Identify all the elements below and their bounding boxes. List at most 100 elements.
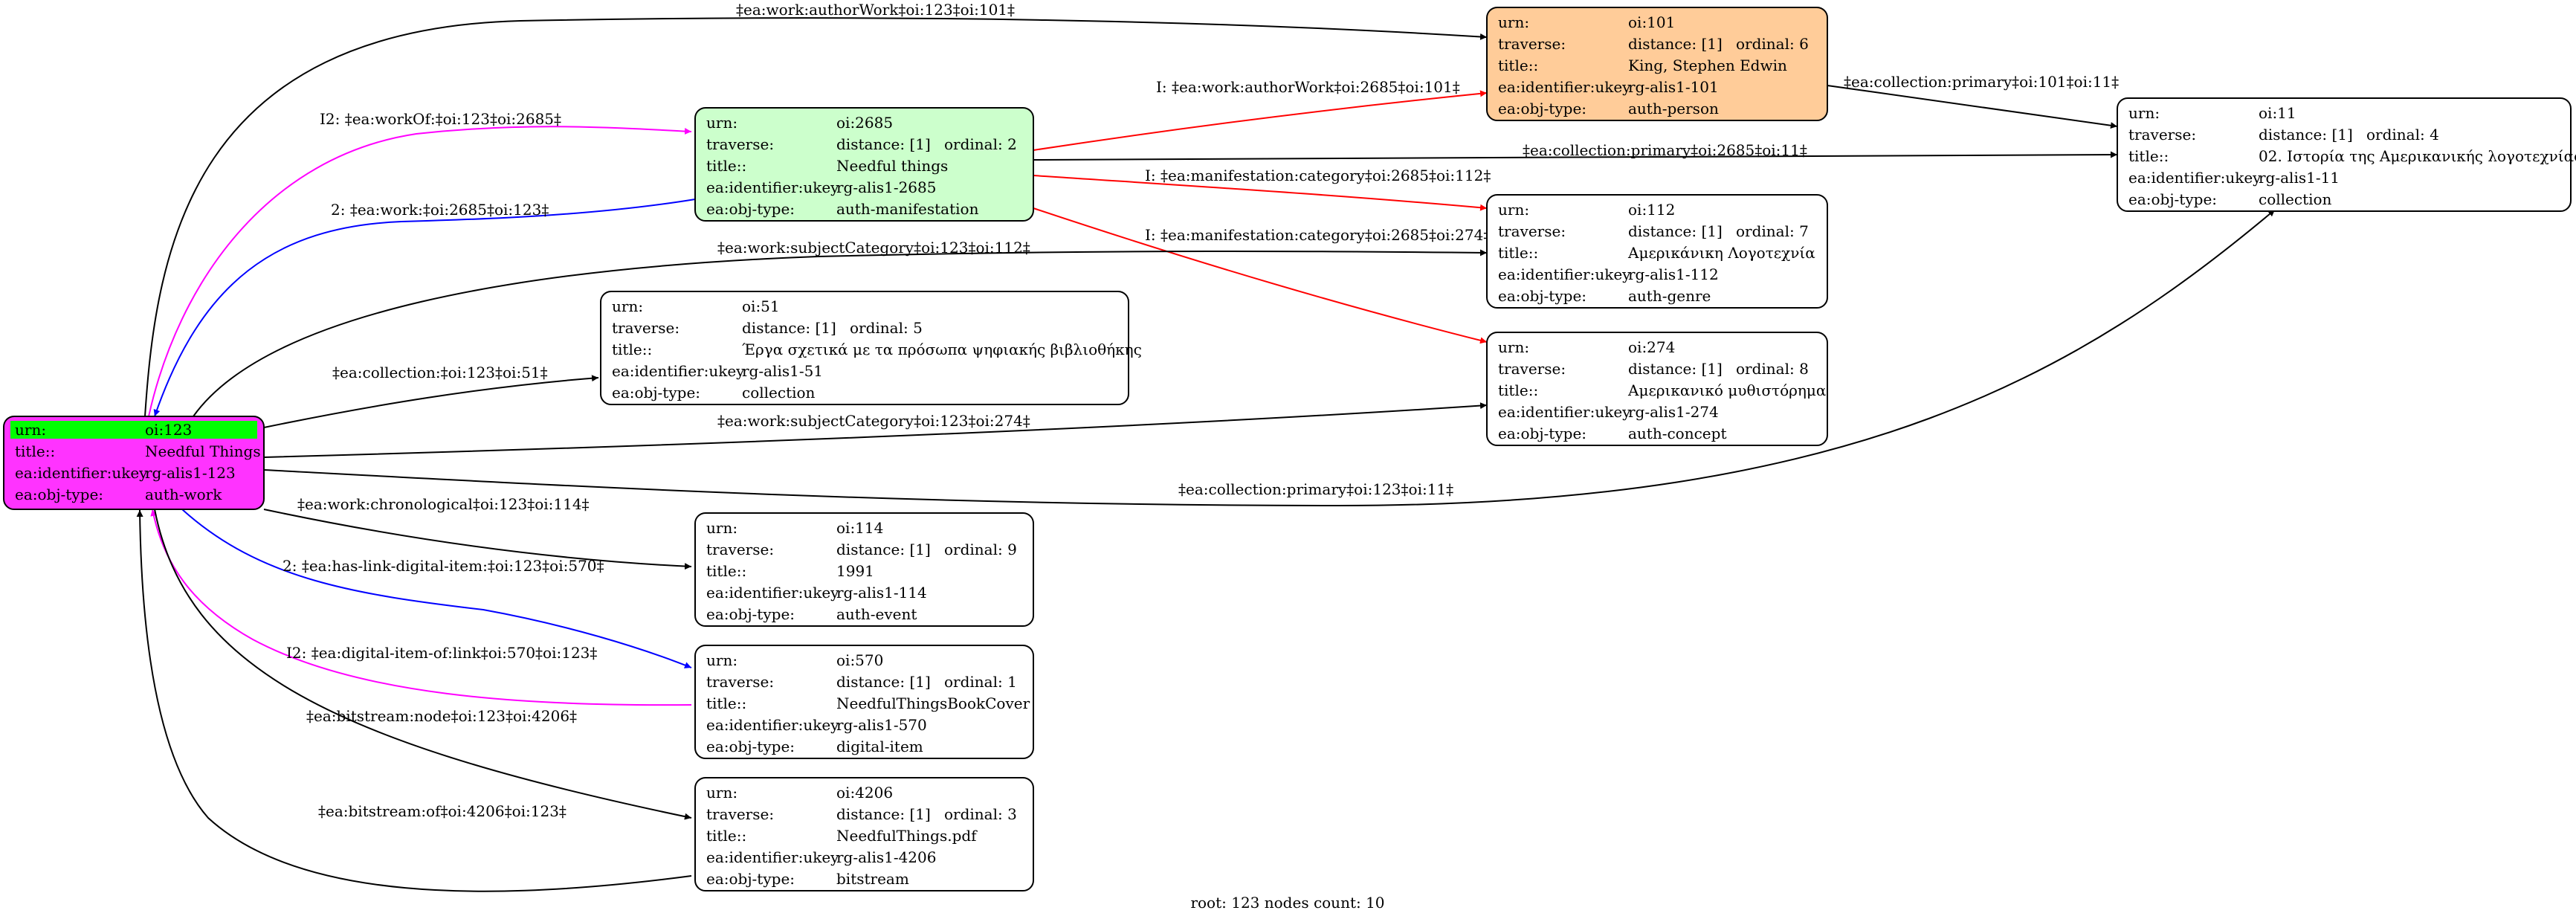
node-key: traverse:	[2128, 126, 2196, 144]
node-oi-114[interactable]: urn: oi:114 traverse: distance: [1] ordi…	[694, 512, 1034, 627]
node-key: traverse:	[706, 135, 774, 153]
node-value: distance: [1]	[1628, 222, 1723, 240]
node-oi-101[interactable]: urn: oi:101 traverse: distance: [1] ordi…	[1486, 7, 1828, 121]
node-value: collection	[2259, 190, 2332, 208]
node-box	[1486, 332, 1828, 446]
node-oi-2685[interactable]: urn: oi:2685 traverse: distance: [1] ord…	[694, 107, 1034, 222]
node-key: ea:identifier:ukey	[2128, 169, 2262, 187]
node-value: NeedfulThings.pdf	[836, 827, 978, 845]
node-oi-570[interactable]: urn: oi:570 traverse: distance: [1] ordi…	[694, 645, 1034, 759]
node-oi-274[interactable]: urn: oi:274 traverse: distance: [1] ordi…	[1486, 332, 1828, 446]
node-value: oi:4206	[836, 784, 893, 802]
node-oi-112[interactable]: urn: oi:112 traverse: distance: [1] ordi…	[1486, 194, 1828, 309]
node-box	[694, 512, 1034, 627]
node-value: Αμερικανικό μυθιστόρημα	[1627, 381, 1826, 399]
edge-collection-123-11	[263, 209, 2276, 507]
node-value: oi:101	[1628, 13, 1675, 31]
node-value: Αμερικάνικη Λογοτεχνία	[1627, 244, 1815, 262]
node-value: distance: [1]	[836, 135, 931, 153]
node-value: rg-alis1-11	[2259, 169, 2340, 187]
node-box	[600, 291, 1129, 405]
node-key: ea:obj-type:	[1498, 100, 1586, 117]
node-key: title::	[2128, 147, 2169, 165]
node-box	[694, 777, 1034, 891]
node-ordinal: ordinal: 9	[944, 541, 1017, 558]
edge-category-2685-274	[1033, 207, 1488, 344]
edge-label-bsnode-123-4206: ‡ea:bitstream:node‡oi:123‡oi:4206‡	[306, 707, 577, 725]
node-value: digital-item	[836, 738, 923, 755]
node-key: title::	[706, 562, 746, 580]
node-value: 02. Ιστορία της Αμερικανικής λογοτεχνίας	[2259, 147, 2576, 165]
node-key: title::	[612, 341, 652, 358]
node-key: ea:identifier:ukey	[706, 848, 839, 866]
node-key: urn:	[612, 297, 643, 315]
node-value: oi:112	[1628, 201, 1675, 219]
node-key: ea:identifier:ukey	[1498, 403, 1631, 421]
node-key: title::	[706, 827, 746, 845]
node-oi-123[interactable]: urn: oi:123 title:: Needful Things ea:id…	[3, 416, 265, 510]
node-value: distance: [1]	[1628, 35, 1723, 53]
edge-label-haslink-123-570: 2: ‡ea:has-link-digital-item:‡oi:123‡oi:…	[283, 557, 604, 575]
edge-collection-2685-11	[1033, 151, 2118, 161]
node-key: ea:identifier:ukey	[706, 716, 839, 734]
node-value: rg-alis1-112	[1628, 265, 1719, 283]
node-key: traverse:	[706, 541, 774, 558]
node-key: ea:identifier:ukey	[1498, 78, 1631, 96]
node-oi-11[interactable]: urn: oi:11 traverse: distance: [1] ordin…	[2117, 97, 2576, 212]
node-oi-51[interactable]: urn: oi:51 traverse: distance: [1] ordin…	[600, 291, 1142, 405]
node-key: ea:obj-type:	[15, 486, 103, 503]
node-value: oi:2685	[836, 114, 893, 132]
edge-authorwork-123-101	[144, 17, 1488, 417]
edge-subject-123-274	[263, 402, 1488, 458]
node-value: Έργα σχετικά με τα πρόσωπα ψηφιακής βιβλ…	[742, 341, 1142, 358]
node-value: distance: [1]	[2259, 126, 2353, 144]
node-key: urn:	[1498, 201, 1529, 219]
edge-label-digitalof-570-123: I2: ‡ea:digital-item-of:link‡oi:570‡oi:1…	[286, 644, 597, 662]
node-box	[694, 107, 1034, 222]
node-key: title::	[1498, 381, 1538, 399]
node-ordinal: ordinal: 4	[2366, 126, 2439, 144]
edge-label-subject-123-112: ‡ea:work:subjectCategory‡oi:123‡oi:112‡	[717, 239, 1030, 257]
edge-label-category-2685-274: I: ‡ea:manifestation:category‡oi:2685‡oi…	[1145, 226, 1491, 244]
node-key: urn:	[1498, 13, 1529, 31]
edge-collection-101-11	[1827, 85, 2118, 129]
node-value: oi:51	[742, 297, 780, 315]
node-key: traverse:	[1498, 360, 1566, 378]
node-value: rg-alis1-570	[836, 716, 927, 734]
node-key: title::	[15, 442, 55, 460]
node-value: rg-alis1-51	[742, 362, 823, 380]
edge-label-work-2685-123: 2: ‡ea:work:‡oi:2685‡oi:123‡	[331, 201, 549, 219]
edge-authorwork-2685-101	[1033, 90, 1488, 151]
edge-chrono-123-114	[263, 509, 692, 570]
node-key: title::	[1498, 244, 1538, 262]
node-value: collection	[742, 384, 816, 402]
node-value: rg-alis1-274	[1628, 403, 1719, 421]
edge-category-2685-112	[1033, 175, 1488, 211]
node-key: traverse:	[1498, 222, 1566, 240]
node-value: bitstream	[836, 870, 909, 888]
edge-label-bsof-4206-123: ‡ea:bitstream:of‡oi:4206‡oi:123‡	[318, 802, 566, 820]
node-key: urn:	[2128, 104, 2160, 122]
node-value: distance: [1]	[836, 541, 931, 558]
node-value: rg-alis1-123	[145, 464, 236, 482]
node-value: distance: [1]	[836, 673, 931, 691]
node-oi-4206[interactable]: urn: oi:4206 traverse: distance: [1] ord…	[694, 777, 1034, 891]
node-value: 1991	[836, 562, 874, 580]
node-ordinal: ordinal: 8	[1736, 360, 1809, 378]
node-value: Needful things	[836, 157, 948, 175]
node-value: auth-manifestation	[836, 200, 979, 218]
edge-label-chrono-123-114: ‡ea:work:chronological‡oi:123‡oi:114‡	[297, 495, 590, 513]
node-value: distance: [1]	[1628, 360, 1723, 378]
node-key: ea:obj-type:	[706, 738, 795, 755]
node-value: King, Stephen Edwin	[1628, 57, 1787, 74]
node-box	[3, 416, 265, 510]
node-value: auth-person	[1628, 100, 1719, 117]
edge-work-2685-123	[153, 199, 696, 417]
node-ordinal: ordinal: 1	[944, 673, 1017, 691]
edge-workof-123-2685	[148, 126, 692, 417]
node-ordinal: ordinal: 3	[944, 805, 1017, 823]
node-key: ea:identifier:ukey	[1498, 265, 1631, 283]
node-key: urn:	[706, 519, 737, 537]
edge-label-collection-123-11: ‡ea:collection:primary‡oi:123‡oi:11‡	[1178, 480, 1453, 498]
